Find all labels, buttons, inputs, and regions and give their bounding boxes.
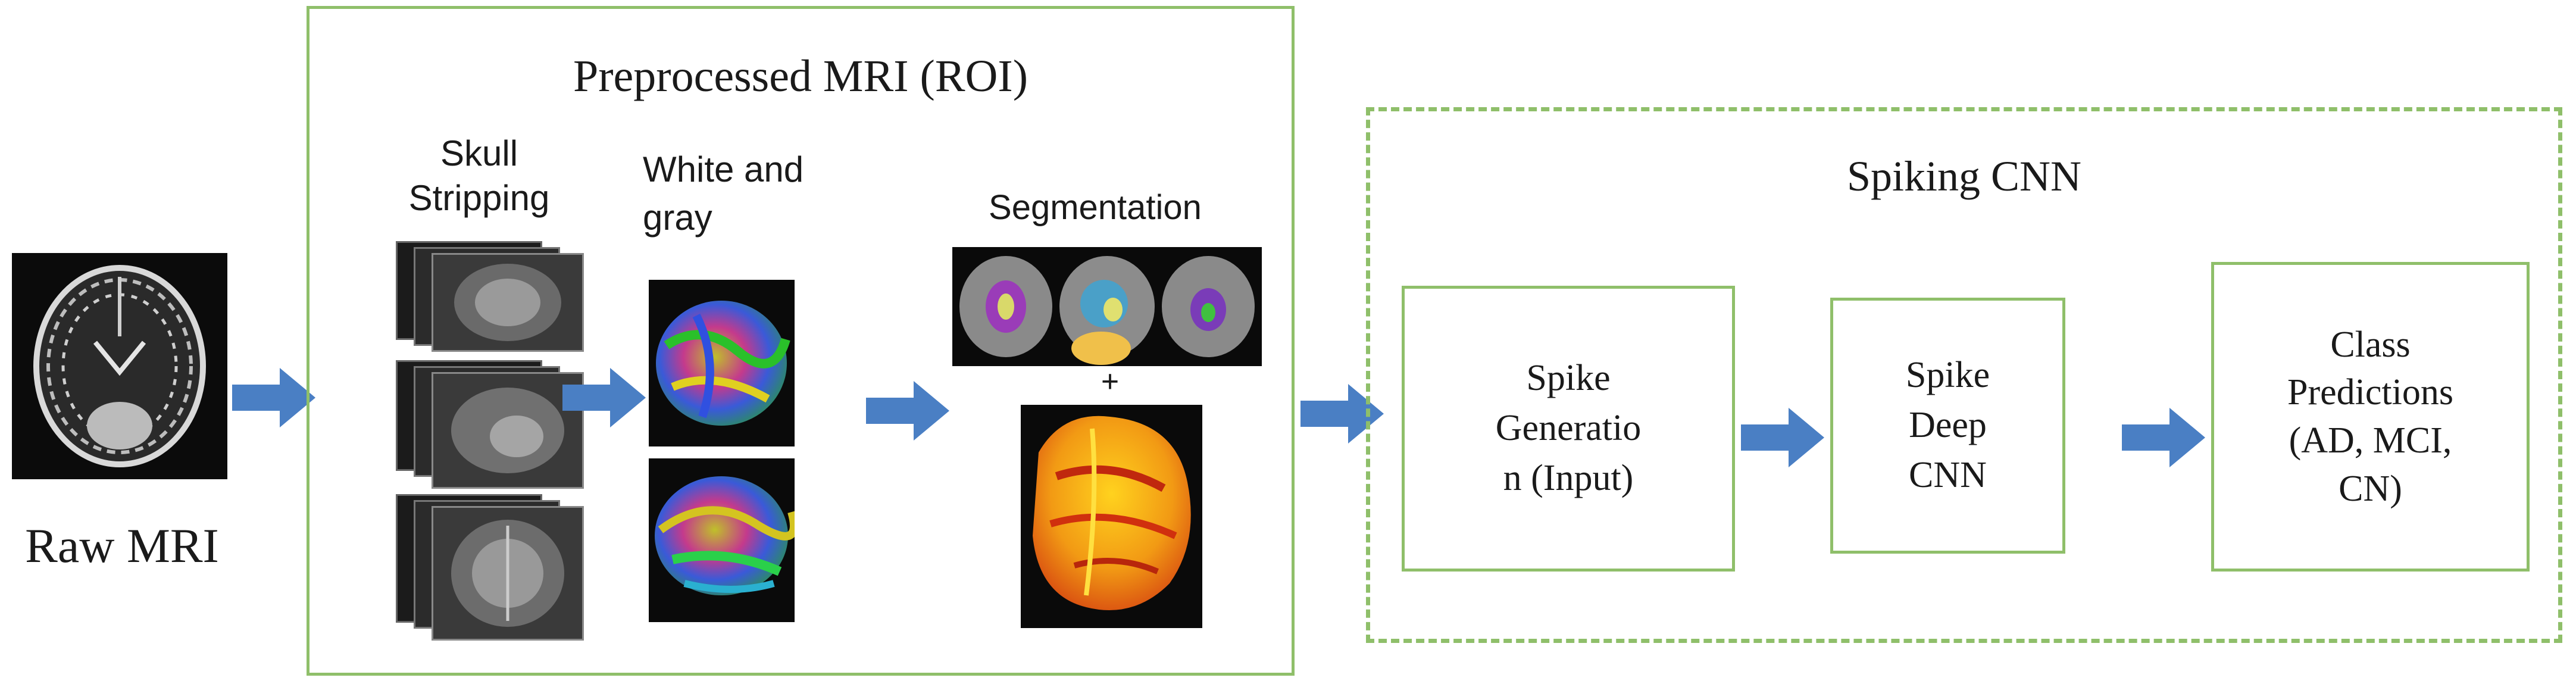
arrow-raw-to-preprocessed (232, 368, 315, 427)
skull-stripping-stack-3 (396, 494, 584, 641)
segmentation-join-bar (1065, 366, 1155, 405)
segmentation-heatmap-image (1021, 405, 1202, 628)
skull-stripping-label: Skull Stripping (408, 133, 550, 218)
preprocessed-mri-panel (307, 6, 1295, 676)
plus-sign: + (1101, 364, 1120, 399)
white-gray-cortex-image-1 (649, 280, 795, 446)
arrow-generation-to-deep (1741, 408, 1824, 467)
white-gray-cortex-image-2 (649, 458, 798, 622)
arrow-skull-to-whitegray (562, 368, 646, 427)
spike-generation-box: Spike Generatio n (Input) (1402, 286, 1735, 572)
arrow-whitegray-to-segmentation (866, 381, 949, 441)
segmentation-slices-strip (952, 247, 1262, 366)
raw-mri-label: Raw MRI (25, 519, 219, 573)
arrow-deep-to-predictions (2122, 408, 2205, 467)
white-gray-label: White and gray (643, 149, 804, 238)
raw-mri-image (12, 253, 227, 479)
segmentation-connector-icon (1068, 330, 1134, 366)
skull-stripping-stack-2 (396, 360, 584, 489)
spike-deep-cnn-box: Spike Deep CNN (1830, 298, 2065, 554)
skull-stripping-stack-1 (396, 241, 584, 352)
arrow-preprocessed-to-spiking (1300, 384, 1384, 444)
preprocessed-title: Preprocessed MRI (ROI) (573, 51, 1028, 101)
segmentation-label: Segmentation (989, 188, 1202, 227)
class-predictions-box: Class Predictions (AD, MCI, CN) (2211, 262, 2530, 572)
spiking-cnn-title: Spiking CNN (1846, 152, 2082, 200)
spiking-cnn-panel (1366, 107, 2562, 643)
